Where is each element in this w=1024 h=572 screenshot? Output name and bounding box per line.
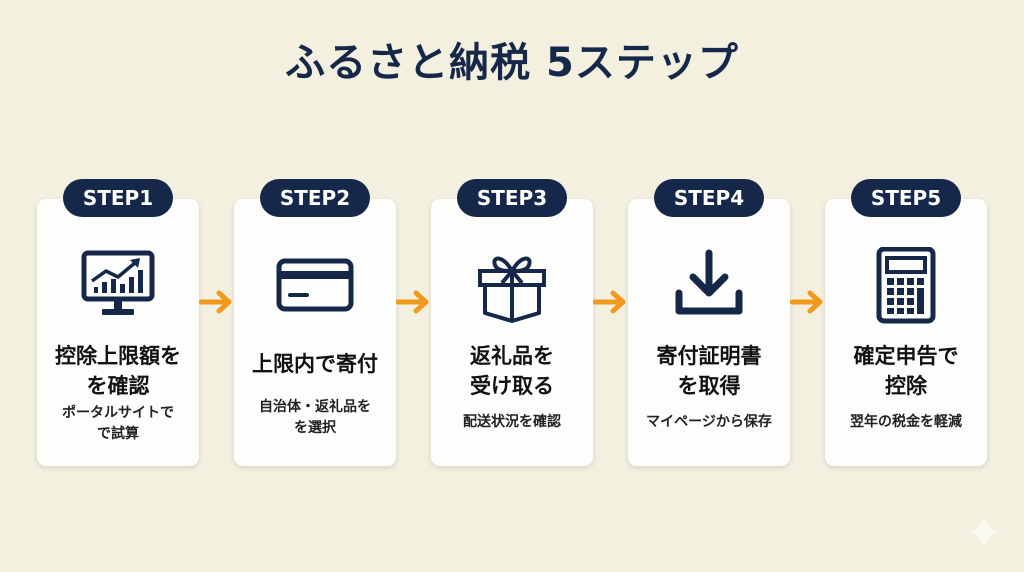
step-description: ポータルサイトで で試算 [41, 403, 195, 445]
step-desc-line: ポータルサイトで [62, 405, 174, 421]
step-card-5: STEP5 確定申告で 控除 翌年の税金を軽減 [825, 179, 987, 466]
step-card-2: STEP2 上限内で寄付 自治体・返礼品を を選択 [234, 179, 396, 466]
calculator-icon [876, 247, 936, 324]
step-heading: 寄付証明書 を取得 [632, 341, 786, 401]
download-icon [675, 249, 743, 315]
step-desc-line: 翌年の税金を軽減 [850, 414, 962, 430]
step-badge: STEP2 [260, 179, 370, 217]
monitor-chart-icon [81, 250, 155, 315]
arrow-right-icon [790, 290, 823, 314]
step-desc-line: 自治体・返礼品を [259, 399, 371, 415]
step-heading-line: 控除上限額を [55, 344, 181, 368]
step-badge: STEP3 [457, 179, 567, 217]
credit-card-icon [276, 258, 354, 312]
step-description: 配送状況を確認 [435, 412, 589, 433]
step-card-4: STEP4 寄付証明書 を取得 マイページから保存 [628, 179, 790, 466]
step-heading: 返礼品を 受け取る [435, 341, 589, 401]
step-description: マイページから保存 [632, 412, 786, 433]
step-heading-line: 確定申告で [853, 344, 959, 368]
step-desc-line: マイページから保存 [646, 414, 772, 430]
step-badge: STEP5 [851, 179, 961, 217]
arrow-right-icon [396, 290, 429, 314]
step-card-3: STEP3 返礼品を 受け取る 配送状況を確認 [431, 179, 593, 466]
step-badge: STEP4 [654, 179, 764, 217]
step-heading: 上限内で寄付 [238, 349, 392, 379]
step-card-1: STEP1 控除上限額を を確認 ポータルサイトで で試算 [37, 179, 199, 466]
gift-box-icon [478, 256, 546, 323]
step-heading-line: 受け取る [470, 374, 554, 398]
sparkle-icon [968, 515, 1000, 549]
page-title: ふるさと納税 5ステップ [285, 40, 739, 86]
step-heading-line: 寄付証明書 [656, 344, 762, 368]
step-badge: STEP1 [63, 179, 173, 217]
arrow-right-icon [593, 290, 626, 314]
arrow-right-icon [199, 290, 232, 314]
step-description: 翌年の税金を軽減 [829, 412, 983, 433]
step-heading: 確定申告で 控除 [829, 341, 983, 401]
step-desc-line: で試算 [97, 426, 139, 442]
step-heading-line: 控除 [885, 374, 927, 398]
step-heading-line: 返礼品を [470, 344, 554, 368]
step-heading: 控除上限額を を確認 [41, 341, 195, 401]
step-description: 自治体・返礼品を を選択 [238, 397, 392, 439]
step-desc-line: を選択 [294, 420, 336, 436]
step-heading-line: を確認 [86, 374, 150, 398]
step-desc-line: 配送状況を確認 [463, 414, 561, 430]
step-heading-line: を取得 [677, 374, 741, 398]
step-heading-line: 上限内で寄付 [252, 352, 378, 376]
